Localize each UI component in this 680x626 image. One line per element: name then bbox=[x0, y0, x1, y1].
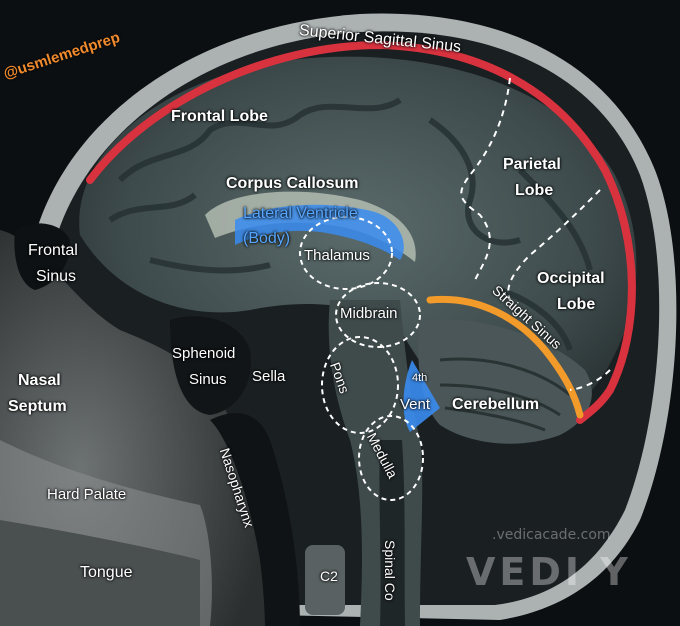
label-sella: Sella bbox=[252, 368, 286, 385]
label-parietal-lobe-line2: Lobe bbox=[515, 182, 554, 199]
label-midbrain: Midbrain bbox=[340, 305, 398, 322]
label-thalamus: Thalamus bbox=[304, 247, 370, 264]
label-fourth-ventricle-sup: 4th bbox=[412, 372, 428, 384]
label-frontal-sinus-line1: Frontal bbox=[28, 242, 78, 259]
label-nasal-septum-line2: Septum bbox=[8, 398, 67, 415]
label-nasal-septum-line1: Nasal bbox=[18, 372, 61, 389]
label-lateral-ventricle-line1: Lateral Ventricle bbox=[243, 205, 358, 222]
label-occipital-lobe-line1: Occipital bbox=[537, 270, 605, 287]
label-corpus-callosum: Corpus Callosum bbox=[226, 175, 359, 192]
label-frontal-lobe: Frontal Lobe bbox=[171, 108, 268, 125]
site-watermark-logo: VEDI Y bbox=[466, 550, 632, 594]
label-sphenoid-sinus-line1: Sphenoid bbox=[172, 345, 236, 362]
site-watermark-text: .vedicacade.com bbox=[492, 527, 611, 543]
label-hard-palate: Hard Palate bbox=[47, 486, 127, 503]
label-occipital-lobe-line2: Lobe bbox=[557, 296, 596, 313]
label-frontal-sinus-line2: Sinus bbox=[36, 268, 77, 285]
label-parietal-lobe-line1: Parietal bbox=[503, 156, 561, 173]
label-lateral-ventricle-line2: (Body) bbox=[243, 230, 291, 247]
label-cerebellum: Cerebellum bbox=[452, 396, 540, 413]
label-c2: C2 bbox=[320, 568, 338, 584]
label-fourth-ventricle: Vent bbox=[400, 396, 431, 413]
label-sphenoid-sinus-line2: Sinus bbox=[189, 371, 227, 388]
label-spinal-cord: Spinal Co bbox=[382, 540, 398, 601]
label-tongue: Tongue bbox=[80, 564, 133, 581]
